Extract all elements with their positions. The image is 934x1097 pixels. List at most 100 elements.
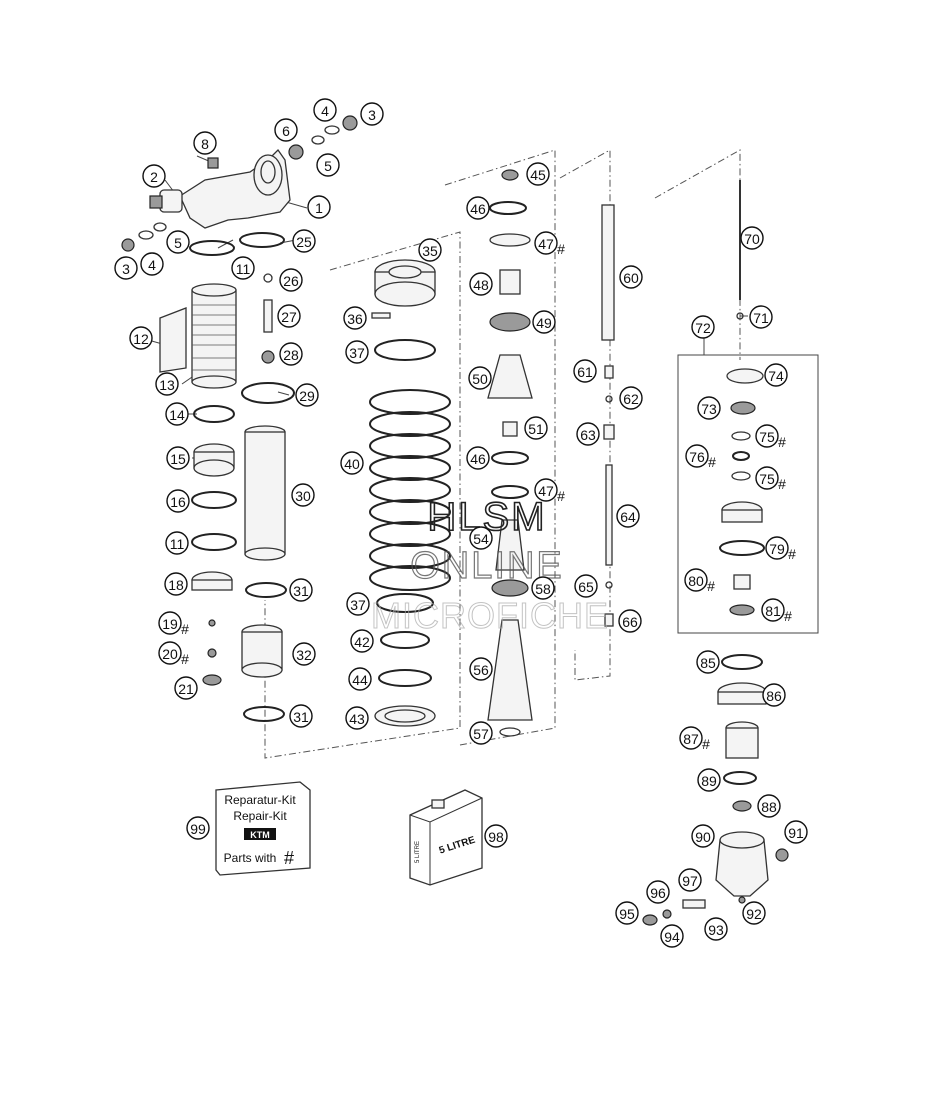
part-callout-90: 90 xyxy=(691,824,715,848)
part-callout-4: 4 xyxy=(140,252,164,276)
callout-circle xyxy=(158,641,182,665)
part-callout-31: 31 xyxy=(289,578,313,602)
callout-circle xyxy=(484,824,508,848)
callout-number: 30 xyxy=(295,488,311,504)
callout-number: 51 xyxy=(528,421,544,437)
part-callout-37: 37 xyxy=(345,340,369,364)
callout-number: 3 xyxy=(368,107,376,123)
callout-circle xyxy=(740,226,764,250)
callout-circle xyxy=(755,424,779,448)
callout-circle xyxy=(291,483,315,507)
callout-circle xyxy=(678,868,702,892)
right-valve-assembly xyxy=(642,180,789,926)
callout-number: 91 xyxy=(788,825,804,841)
callout-number: 25 xyxy=(296,234,312,250)
hash-marker: # xyxy=(788,546,796,562)
part-callout-70: 70 xyxy=(740,226,764,250)
part-callout-58: 58 xyxy=(531,576,555,600)
callout-circle xyxy=(155,372,179,396)
callout-number: 90 xyxy=(695,829,711,845)
part-callout-11: 11 xyxy=(231,256,255,280)
hash-marker: # xyxy=(181,651,189,667)
callout-circle xyxy=(469,272,493,296)
callout-number: 56 xyxy=(473,662,489,678)
callout-circle xyxy=(418,238,442,262)
callout-circle xyxy=(526,162,550,186)
repair-kit-hash: # xyxy=(284,848,294,868)
part-callout-48: 48 xyxy=(469,272,493,296)
part-callout-5: 5 xyxy=(316,153,340,177)
callout-circle xyxy=(534,478,558,502)
part-callout-42: 42 xyxy=(350,629,374,653)
callout-circle xyxy=(345,340,369,364)
part-callout-11: 11 xyxy=(165,531,189,555)
part-callout-94: 94 xyxy=(660,924,684,948)
callout-circle xyxy=(295,383,319,407)
callout-circle xyxy=(360,102,384,126)
part-callout-72: 72 xyxy=(691,315,715,339)
callout-number: 20 xyxy=(162,646,178,662)
part-callout-6: 6 xyxy=(274,118,298,142)
part-callout-73: 73 xyxy=(697,396,721,420)
callout-number: 88 xyxy=(761,799,777,815)
callout-number: 95 xyxy=(619,906,635,922)
callout-circle xyxy=(468,366,492,390)
part-callout-63: 63 xyxy=(576,422,600,446)
part-callout-28: 28 xyxy=(279,342,303,366)
callout-circle xyxy=(704,917,728,941)
callout-circle xyxy=(764,363,788,387)
callout-circle xyxy=(186,816,210,840)
callout-number: 2 xyxy=(150,169,158,185)
callout-circle xyxy=(343,306,367,330)
callout-circle xyxy=(274,118,298,142)
reservoir-housing-assembly xyxy=(121,115,358,686)
part-callout-74: 74 xyxy=(764,363,788,387)
part-callout-27: 27 xyxy=(277,304,301,328)
callout-circle xyxy=(576,422,600,446)
callout-number: 54 xyxy=(473,531,489,547)
callout-circle xyxy=(165,402,189,426)
callout-circle xyxy=(755,466,779,490)
hash-marker: # xyxy=(778,476,786,492)
part-callout-35: 35 xyxy=(418,238,442,262)
part-callout-14: 14 xyxy=(165,402,189,426)
callout-circle xyxy=(762,683,786,707)
hash-marker: # xyxy=(708,454,716,470)
callout-number: 46 xyxy=(470,451,486,467)
part-callout-88: 88 xyxy=(757,794,781,818)
part-callout-64: 64 xyxy=(616,504,640,528)
callout-layer: 1233445568111112131415161819#20#21252627… xyxy=(114,98,808,948)
callout-number: 42 xyxy=(354,634,370,650)
callout-number: 75 xyxy=(759,429,775,445)
hash-marker: # xyxy=(707,578,715,594)
part-callout-87: 87# xyxy=(679,726,710,752)
callout-number: 16 xyxy=(170,494,186,510)
callout-number: 31 xyxy=(293,709,309,725)
callout-circle xyxy=(164,572,188,596)
callout-number: 92 xyxy=(746,906,762,922)
part-callout-99: 99 xyxy=(186,816,210,840)
ktm-logo xyxy=(244,828,276,840)
spring-assembly xyxy=(369,259,451,727)
callout-number: 96 xyxy=(650,885,666,901)
part-callout-20: 20# xyxy=(158,641,189,667)
callout-number: 50 xyxy=(472,371,488,387)
callout-number: 3 xyxy=(122,261,130,277)
callout-circle xyxy=(574,574,598,598)
callout-number: 93 xyxy=(708,922,724,938)
hash-marker: # xyxy=(778,434,786,450)
part-callout-81: 81# xyxy=(761,598,792,624)
callout-circle xyxy=(697,768,721,792)
callout-number: 28 xyxy=(283,347,299,363)
part-callout-92: 92 xyxy=(742,901,766,925)
callout-number: 64 xyxy=(620,509,636,525)
callout-number: 99 xyxy=(190,821,206,837)
callout-number: 8 xyxy=(201,136,209,152)
callout-number: 13 xyxy=(159,377,175,393)
callout-number: 73 xyxy=(701,401,717,417)
ktm-logo-text: KTM xyxy=(250,830,270,840)
callout-circle xyxy=(691,824,715,848)
callout-number: 12 xyxy=(133,331,149,347)
callout-circle xyxy=(531,576,555,600)
callout-number: 29 xyxy=(299,388,315,404)
